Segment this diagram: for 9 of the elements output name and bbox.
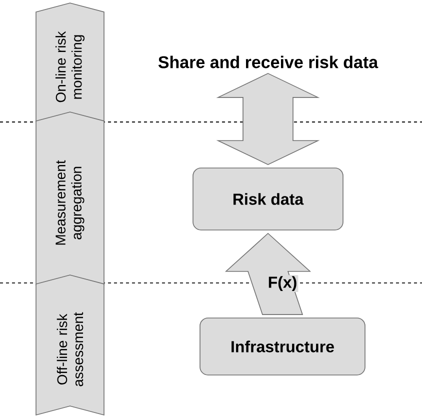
- edge-label: F(x): [266, 275, 298, 292]
- heading-text: Share and receive risk data: [158, 56, 378, 68]
- rounded-box: Infrastructure: [200, 318, 366, 376]
- node-label: Off-line risk assessment: [56, 312, 84, 386]
- chevron-step: Off-line risk assessment: [36, 274, 104, 416]
- chevron-step: Measurement aggregation: [36, 112, 104, 286]
- block-arrow: [216, 73, 320, 166]
- rounded-box: Risk data: [192, 168, 344, 230]
- chevron-step: On-line risk monitoring: [36, 2, 104, 122]
